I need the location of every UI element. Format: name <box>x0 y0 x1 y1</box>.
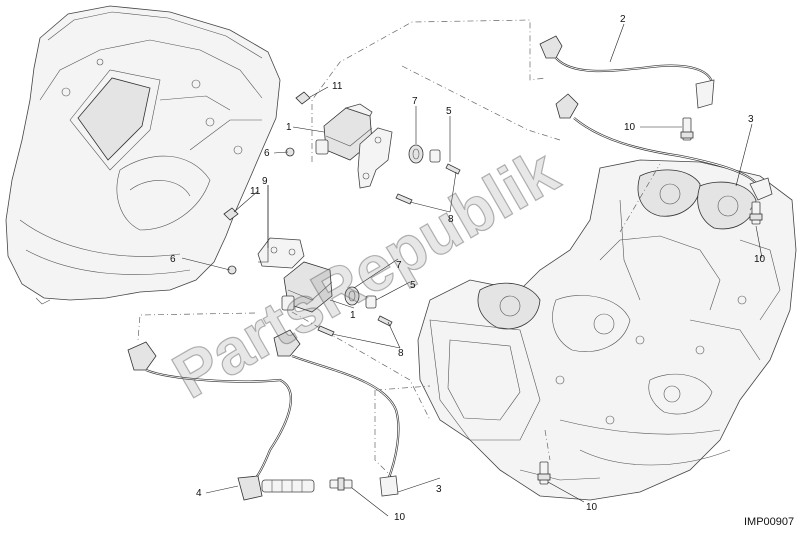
image-code: IMP00907 <box>744 516 794 528</box>
callout-8-lower: 8 <box>398 348 404 359</box>
ht-lead-upper-rear <box>555 93 773 201</box>
rubber-grommet-lower <box>344 286 360 306</box>
callout-11-upper: 11 <box>332 81 343 92</box>
coil-bracket-lower <box>257 237 305 269</box>
airbox-cover <box>5 5 281 305</box>
spark-plug-3 <box>329 477 353 491</box>
callout-7-lower: 7 <box>396 260 402 271</box>
callout-1-lower: 1 <box>350 310 356 321</box>
callout-1-upper: 1 <box>286 122 292 133</box>
screw-upper <box>395 163 461 205</box>
nut-lower <box>227 265 237 275</box>
callout-labels: 1 2 3 7 5 11 6 9 8 10 10 11 6 1 7 5 8 4 … <box>170 14 766 523</box>
spark-plug-2 <box>749 201 763 225</box>
callout-2: 2 <box>620 14 626 25</box>
callout-4: 4 <box>196 488 202 499</box>
callout-10-bottom: 10 <box>586 502 598 513</box>
clip-upper <box>295 91 311 105</box>
callout-10-right: 10 <box>754 254 766 265</box>
rubber-grommet-upper <box>408 144 424 164</box>
callout-3-lower: 3 <box>436 484 442 495</box>
ignition-coil-lower <box>281 261 333 313</box>
coil-bracket-upper <box>357 127 393 189</box>
callout-6-lower: 6 <box>170 254 176 265</box>
ht-lead-lower-rear <box>273 329 400 497</box>
callout-9: 9 <box>262 176 268 187</box>
leader-lines <box>181 23 763 517</box>
callout-6-upper: 6 <box>264 148 270 159</box>
callout-5-lower: 5 <box>410 280 416 291</box>
callout-5-upper: 5 <box>446 106 452 117</box>
ht-lead-lower <box>127 341 292 485</box>
callout-8-upper: 8 <box>448 214 454 225</box>
ht-lead-upper <box>539 35 715 109</box>
spark-plug-4 <box>537 461 551 485</box>
spacer-upper <box>429 149 441 163</box>
spacer-lower <box>365 295 377 309</box>
spark-plug-cap-lower <box>237 475 315 501</box>
callout-7-upper: 7 <box>412 96 418 107</box>
callout-3-upper: 3 <box>748 114 754 125</box>
callout-11-lower: 11 <box>250 186 261 197</box>
callout-10-upper: 10 <box>624 122 636 133</box>
engine-block <box>417 159 797 501</box>
spark-plug-1 <box>680 117 694 141</box>
clip-lower <box>223 207 239 221</box>
callout-10-lower: 10 <box>394 512 406 523</box>
